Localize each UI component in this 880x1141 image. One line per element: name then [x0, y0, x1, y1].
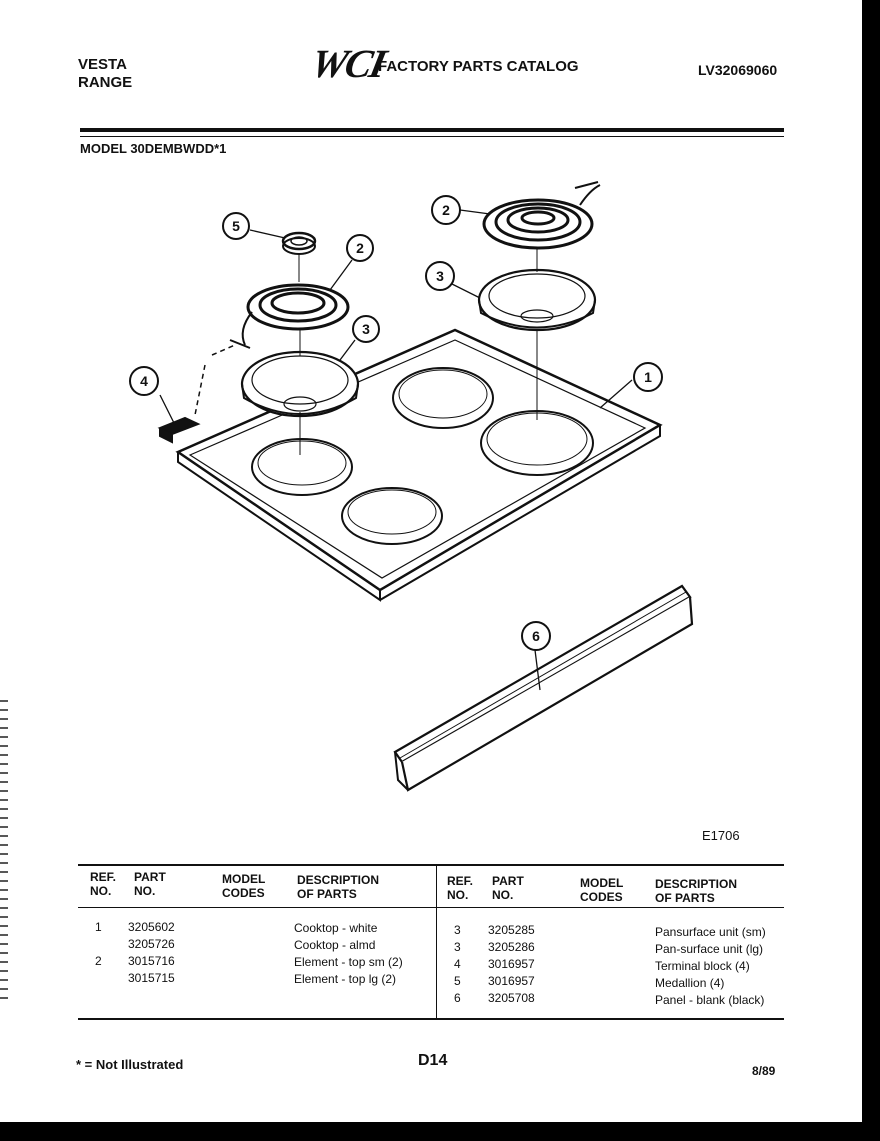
blank-panel [393, 584, 694, 792]
callout-1: 1 [644, 369, 652, 385]
table-row: 3205708 [488, 991, 535, 1005]
left-part-column: 3205602 3205726 3015716 3015715 [128, 919, 175, 987]
table-row: Element - top lg (2) [294, 972, 397, 986]
page-number: D14 [418, 1052, 448, 1069]
table-row: Cooktop - almd [294, 938, 376, 952]
table-row: 3205602 [128, 920, 175, 934]
table-row: Element - top sm (2) [294, 955, 403, 969]
callout-leaders [159, 209, 633, 691]
callout-3-right: 3 [436, 268, 444, 284]
not-illustrated-note: * = Not Illustrated [76, 1057, 184, 1072]
table-row: 3015715 [128, 971, 175, 985]
left-heating-element [229, 283, 350, 349]
table-row: 3205285 [488, 923, 535, 937]
table-row: Panel - blank (black) [655, 993, 765, 1007]
callout-circles [129, 195, 663, 651]
left-drip-pan [240, 350, 360, 418]
brand-line-1: VESTA [78, 56, 127, 73]
wci-logo: WCI [307, 41, 389, 86]
callout-3-left: 3 [362, 321, 370, 337]
catalog-date: 8/89 [752, 1064, 776, 1078]
document-id: LV32069060 [698, 62, 778, 78]
table-column-divider [436, 866, 437, 1018]
table-row: 3205286 [488, 940, 535, 954]
right-part-column: 3205285 3205286 3016957 3016957 3205708 [488, 922, 535, 1007]
callout-5: 5 [232, 218, 240, 234]
table-row: 3016957 [488, 957, 535, 971]
left-description-column: Cooktop - white Cooktop - almd Element -… [294, 920, 403, 988]
cooktop-panel [175, 328, 663, 602]
table-row: 6 [454, 991, 461, 1005]
table-row: Cooktop - white [294, 921, 378, 935]
table-row: 5 [454, 974, 461, 988]
table-header-rule [78, 907, 784, 908]
scan-edge-marks [0, 700, 8, 1000]
table-row: 4 [454, 957, 461, 971]
callout-2-right: 2 [442, 202, 450, 218]
table-row: 3 [454, 923, 461, 937]
figure-id: E1706 [702, 828, 740, 843]
header-ref-no-right: REF.NO. [447, 874, 474, 902]
callout-2-left: 2 [356, 240, 364, 256]
table-row: Pan-surface unit (lg) [655, 942, 764, 956]
table-row [95, 936, 102, 953]
exploded-parts-diagram: 5 2 3 4 2 3 1 6 [129, 181, 694, 792]
brand-block: VESTA RANGE [78, 56, 132, 92]
right-ref-column: 3 3 4 5 6 [454, 922, 461, 1007]
brand-line-2: RANGE [78, 74, 133, 91]
terminal-block [157, 344, 236, 444]
table-top-rule [78, 864, 784, 866]
table-bottom-rule [78, 1018, 784, 1020]
catalog-title: FACTORY PARTS CATALOG [378, 58, 579, 75]
right-drip-pan [477, 268, 597, 332]
callout-6: 6 [532, 628, 540, 644]
header-ref-no-left: REF.NO. [90, 870, 117, 898]
right-description-column: Pansurface unit (sm) Pan-surface unit (l… [655, 924, 766, 1009]
table-row: Pansurface unit (sm) [655, 925, 766, 939]
table-row: 3 [454, 940, 461, 954]
table-row: 1 [95, 920, 102, 934]
table-row: 3205726 [128, 937, 175, 951]
model-number: MODEL 30DEMBWDD*1 [80, 141, 227, 156]
assembly-lines [298, 248, 538, 455]
header-rule [80, 128, 784, 132]
table-row: Medallion (4) [655, 976, 725, 990]
table-row [95, 970, 102, 987]
table-row: 3015716 [128, 954, 175, 968]
table-row: Terminal block (4) [655, 959, 750, 973]
header-rule-thin [80, 136, 784, 137]
table-row: 3016957 [488, 974, 535, 988]
callout-4: 4 [140, 373, 148, 389]
left-ref-column: 1 2 [95, 919, 102, 987]
medallion [281, 231, 317, 255]
right-heating-element [482, 181, 601, 250]
table-row: 2 [95, 954, 102, 968]
